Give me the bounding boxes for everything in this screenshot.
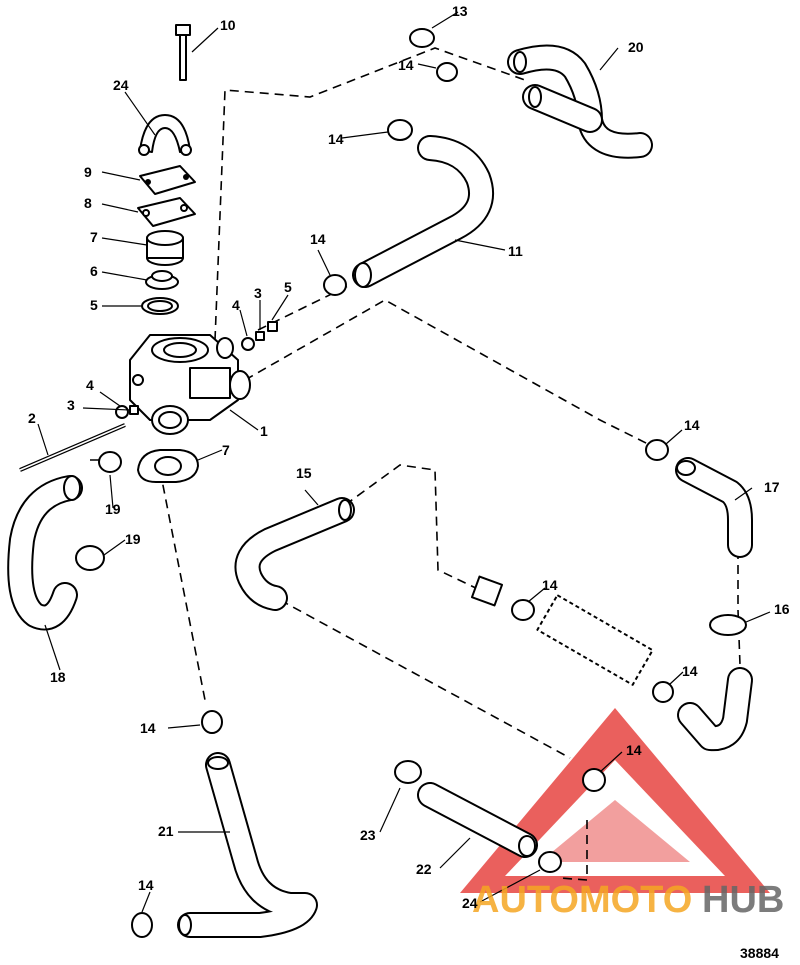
label-14-d: 14 xyxy=(310,231,326,247)
fitting-3-lower xyxy=(129,405,139,415)
label-13: 11 xyxy=(508,243,523,259)
watermark-text: AUTOMOTO HUB xyxy=(472,879,784,921)
hose-20 xyxy=(507,44,653,159)
hose-17 xyxy=(675,457,753,558)
label-10: 8 xyxy=(84,195,92,211)
clamp-14-g xyxy=(652,681,674,703)
thermostat-housing-1 xyxy=(129,334,251,435)
label-14-b: 14 xyxy=(398,57,414,73)
label-14-i: 14 xyxy=(626,742,642,758)
hose-lower-right xyxy=(677,667,753,752)
hose-15 xyxy=(234,497,355,611)
clamp-14-b xyxy=(436,62,458,82)
clamp-14-e xyxy=(645,439,669,461)
bracket-22 xyxy=(138,114,192,156)
label-5: 5 xyxy=(284,279,292,295)
clamp-14-h xyxy=(201,710,223,734)
plug-4-upper xyxy=(241,337,255,351)
label-18: 18 xyxy=(50,669,66,685)
label-14-a: 13 xyxy=(452,3,468,19)
label-14-g: 14 xyxy=(682,663,698,679)
label-1: 1 xyxy=(260,423,268,439)
label-22: 24 xyxy=(113,77,129,93)
hose-23 xyxy=(417,782,538,858)
watermark-text-part1: AUTOMOTO xyxy=(472,879,692,921)
drawing-number: 38884 xyxy=(740,945,779,961)
label-15: 15 xyxy=(296,465,312,481)
label-17: 17 xyxy=(764,479,780,495)
label-16: 16 xyxy=(774,601,790,617)
leader-lines xyxy=(37,11,771,913)
gasket-10 xyxy=(137,197,196,227)
label-8: 6 xyxy=(90,263,98,279)
rod-2 xyxy=(19,423,126,472)
clamp-14-c xyxy=(387,119,413,141)
label-4-lower: 4 xyxy=(86,377,94,393)
plug-4-lower xyxy=(115,405,129,419)
clamp-14-i xyxy=(582,768,606,792)
label-21: 21 xyxy=(158,823,174,839)
label-14-j: 14 xyxy=(138,877,154,893)
label-23: 22 xyxy=(416,861,432,877)
fitting-5 xyxy=(267,321,278,332)
label-12: 10 xyxy=(220,17,236,33)
hose-18 xyxy=(7,475,83,631)
clamp-14-f xyxy=(511,599,535,621)
label-24-b: 24 xyxy=(462,895,478,911)
label-19-a: 19 xyxy=(105,501,121,517)
clamp-24-a xyxy=(394,760,422,784)
clamp-24-b xyxy=(538,851,562,873)
label-3-lower: 3 xyxy=(67,397,75,413)
bolt-12 xyxy=(175,24,191,81)
gasket-7 xyxy=(137,449,199,483)
sleeve-fitting xyxy=(470,575,504,607)
clamp-19-a xyxy=(98,451,122,473)
clamp-16 xyxy=(709,614,747,636)
fitting-3-upper xyxy=(255,331,265,341)
o-ring-6 xyxy=(141,297,179,315)
routing-lines xyxy=(90,47,741,881)
label-9: 7 xyxy=(90,229,98,245)
label-7: 7 xyxy=(222,442,230,458)
pump-fitting xyxy=(536,594,654,686)
label-19-b: 19 xyxy=(125,531,141,547)
thermostat-8 xyxy=(145,270,179,290)
label-2: 2 xyxy=(28,410,36,426)
label-11: 9 xyxy=(84,164,92,180)
label-14-c: 14 xyxy=(328,131,344,147)
label-14-h: 14 xyxy=(140,720,156,736)
clamp-14-a xyxy=(409,28,435,48)
watermark-text-part2: HUB xyxy=(702,879,784,921)
sleeve-9 xyxy=(146,230,184,266)
label-4-upper: 4 xyxy=(232,297,240,313)
part-labels: 10 24 9 8 7 6 5 4 3 5 4 3 2 1 7 19 19 18… xyxy=(28,3,790,961)
hose-13 xyxy=(352,135,495,288)
label-6: 5 xyxy=(90,297,98,313)
label-14-e: 14 xyxy=(684,417,700,433)
label-3-upper: 3 xyxy=(254,285,262,301)
clamp-14-j xyxy=(131,912,153,938)
label-20: 20 xyxy=(628,39,644,55)
clamp-19-b xyxy=(75,545,105,571)
label-14-f: 14 xyxy=(542,577,558,593)
hose-21 xyxy=(177,752,318,938)
clamp-14-d xyxy=(323,274,347,296)
cover-11 xyxy=(139,165,196,195)
label-24-a: 23 xyxy=(360,827,376,843)
